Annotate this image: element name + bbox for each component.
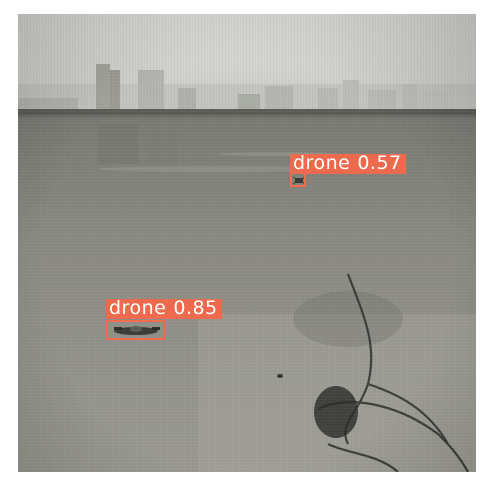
detection-box-2 bbox=[106, 320, 165, 340]
detection-photo: drone 0.57 drone 0.85 bbox=[18, 14, 476, 472]
detection-confidence-2: 0.85 bbox=[173, 297, 218, 319]
scene-svg bbox=[18, 14, 476, 472]
detection-confidence-1: 0.57 bbox=[357, 152, 402, 174]
detection-label-2: drone 0.85 bbox=[106, 299, 222, 319]
vignette bbox=[18, 14, 476, 472]
detection-class-1: drone bbox=[293, 152, 351, 174]
detection-label-1: drone 0.57 bbox=[290, 154, 406, 174]
detection-class-2: drone bbox=[109, 297, 167, 319]
